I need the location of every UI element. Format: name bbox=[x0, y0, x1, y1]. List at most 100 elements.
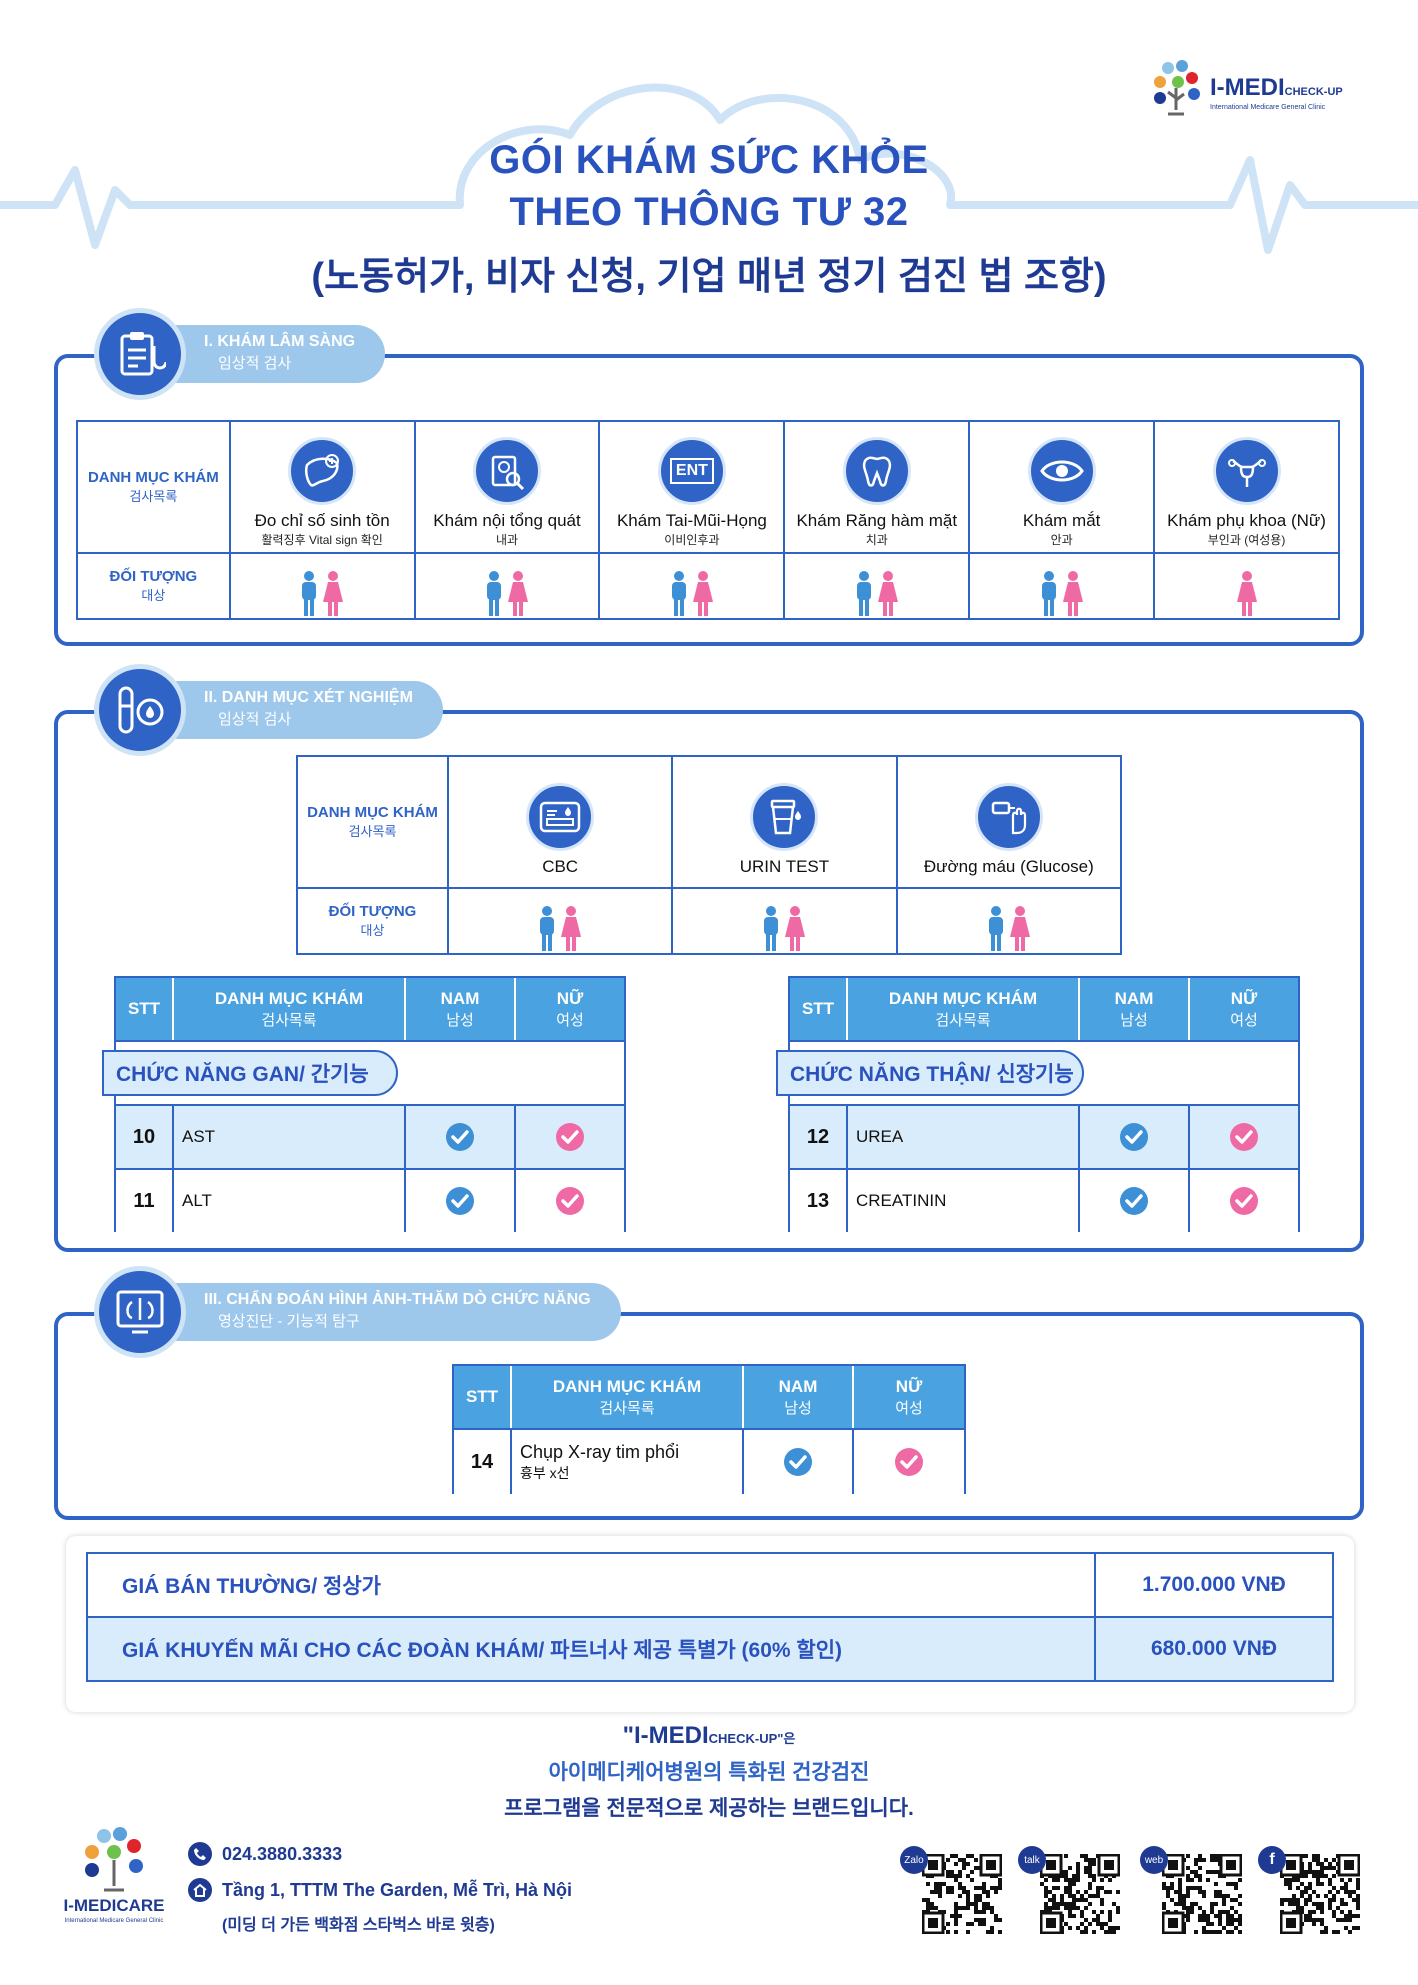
female-icon bbox=[323, 571, 344, 616]
check-male-icon bbox=[446, 1123, 474, 1151]
qr-codes: Zalo talk web f bbox=[900, 1846, 1361, 1942]
male-icon bbox=[302, 571, 317, 616]
kakaotalk-icon: talk bbox=[1018, 1846, 1046, 1874]
logo-brand: I-MEDI bbox=[1210, 74, 1285, 101]
home-icon bbox=[188, 1878, 212, 1902]
male-icon bbox=[671, 571, 686, 616]
lab-test-glucose: Đường máu (Glucose) bbox=[895, 755, 1123, 889]
tree-logo-icon bbox=[1154, 60, 1200, 116]
heartbeat-cloud-decoration bbox=[0, 83, 1418, 254]
footer-clinic-name: I-MEDICARE bbox=[63, 1896, 165, 1915]
section3-header: III. CHẨN ĐOÁN HÌNH ẢNH-THĂM DÒ CHỨC NĂN… bbox=[94, 1266, 621, 1358]
section1-title: I. KHÁM LÂM SÀNG bbox=[204, 333, 356, 350]
slogan-brand-suffix: CHECK-UP"은 bbox=[708, 1731, 796, 1746]
logo-suffix: CHECK-UP bbox=[1284, 86, 1343, 98]
footer-logo: I-MEDICARE International Medicare Genera… bbox=[54, 1826, 174, 1936]
table-row: 10 AST bbox=[116, 1104, 624, 1168]
col-stt: STT bbox=[454, 1366, 512, 1428]
female-icon bbox=[561, 906, 582, 951]
qr-code-kakao[interactable] bbox=[1039, 1853, 1121, 1935]
female-icon bbox=[692, 571, 713, 616]
female-icon bbox=[1009, 906, 1030, 951]
check-female-icon bbox=[556, 1187, 584, 1215]
glucose-meter-icon bbox=[974, 783, 1043, 851]
section2-subtitle: 임상적 검사 bbox=[218, 711, 292, 728]
qr-code-web[interactable] bbox=[1161, 1853, 1243, 1935]
promo-price-value: 680.000 VNĐ bbox=[1150, 1637, 1278, 1660]
uterus-icon bbox=[1212, 437, 1281, 505]
pricing-table: GIÁ BÁN THƯỜNG/ 정상가 1.700.000 VNĐ GIÁ KH… bbox=[86, 1552, 1334, 1682]
male-icon bbox=[540, 906, 555, 951]
target-both-3 bbox=[598, 552, 786, 620]
female-icon bbox=[1236, 571, 1257, 616]
regular-price-label: GIÁ BÁN THƯỜNG/ 정상가 bbox=[88, 1554, 1096, 1616]
male-icon bbox=[764, 906, 779, 951]
check-male-icon bbox=[784, 1448, 812, 1476]
lab-target-both-2 bbox=[671, 887, 898, 955]
lab-target-both-3 bbox=[895, 887, 1123, 955]
female-icon bbox=[508, 571, 529, 616]
female-icon bbox=[1062, 571, 1083, 616]
lab-test-cbc: CBC bbox=[446, 755, 674, 889]
page-title-line3: (노동허가, 비자 신청, 기업 매년 정기 검진 법 조항) bbox=[311, 256, 1107, 298]
section2-header: II. DANH MỤC XÉT NGHIỆM 임상적 검사 bbox=[94, 664, 443, 756]
qr-code-zalo[interactable] bbox=[921, 1853, 1003, 1935]
male-icon bbox=[988, 906, 1003, 951]
logo-tagline: International Medicare General Clinic bbox=[1210, 104, 1326, 111]
page-title-line2: THEO THÔNG TƯ 32 bbox=[509, 190, 909, 234]
clinical-item-gyn: Khám phụ khoa (Nữ)부인과 (여성용) bbox=[1153, 420, 1340, 554]
page-title-line1: GÓI KHÁM SỨC KHỎE bbox=[489, 138, 929, 182]
globe-icon: web bbox=[1140, 1846, 1168, 1874]
zalo-icon: Zalo bbox=[900, 1846, 928, 1874]
check-female-icon bbox=[895, 1448, 923, 1476]
liver-icon bbox=[288, 437, 357, 505]
clipboard-search-icon bbox=[473, 437, 542, 505]
section1-header: I. KHÁM LÂM SÀNG 임상적 검사 bbox=[94, 308, 386, 400]
price-row-promo: GIÁ KHUYẾN MÃI CHO CÁC ĐOÀN KHÁM/ 파트너사 제… bbox=[88, 1616, 1332, 1680]
footer-phone[interactable]: 024.3880.3333 bbox=[222, 1844, 343, 1864]
col-stt: STT bbox=[790, 978, 848, 1040]
target-female-6 bbox=[1153, 552, 1340, 620]
liver-band: CHỨC NĂNG GAN/ 간기능 bbox=[102, 1050, 398, 1096]
female-icon bbox=[877, 571, 898, 616]
test-tube-icon bbox=[94, 664, 186, 756]
clipboard-stethoscope-icon bbox=[94, 308, 186, 400]
lab-test-urine: URIN TEST bbox=[671, 755, 898, 889]
target-both-4 bbox=[783, 552, 971, 620]
xray-lungs-icon bbox=[94, 1266, 186, 1358]
ent-icon: ENT bbox=[657, 437, 726, 505]
check-female-icon bbox=[1230, 1187, 1258, 1215]
section2-title: II. DANH MỤC XÉT NGHIỆM bbox=[204, 689, 413, 706]
target-both-2 bbox=[413, 552, 601, 620]
male-icon bbox=[856, 571, 871, 616]
section1-subtitle: 임상적 검사 bbox=[218, 355, 292, 372]
target-both-5 bbox=[968, 552, 1156, 620]
qr-code-facebook[interactable] bbox=[1279, 1853, 1361, 1935]
phone-icon bbox=[188, 1842, 212, 1866]
male-icon bbox=[487, 571, 502, 616]
brand-logo: I-MEDICHECK-UP International Medicare Ge… bbox=[1148, 58, 1368, 120]
target-both-1 bbox=[228, 552, 416, 620]
lab-target-both-1 bbox=[446, 887, 674, 955]
check-male-icon bbox=[1120, 1187, 1148, 1215]
table-row: 13 CREATININ bbox=[790, 1168, 1298, 1232]
kidney-band: CHỨC NĂNG THẬN/ 신장기능 bbox=[776, 1050, 1084, 1096]
urine-cup-icon bbox=[750, 783, 819, 851]
section-lab-tests bbox=[54, 710, 1364, 1252]
table-row: 14 Chụp X-ray tim phổi 흉부 x선 bbox=[454, 1428, 964, 1494]
male-icon bbox=[1041, 571, 1056, 616]
